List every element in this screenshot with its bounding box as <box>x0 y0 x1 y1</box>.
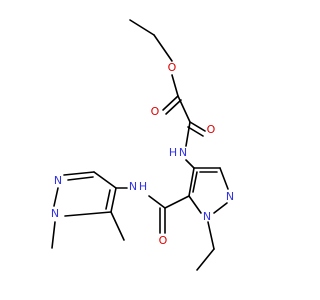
atom-h-amine-upper: H <box>169 146 177 159</box>
bond-left-n1-c5 <box>64 211 112 217</box>
bond-c-o-amide-2 <box>187 126 204 137</box>
bond-ch3-ch2-top <box>129 19 155 36</box>
atom-h-amine-lower: H <box>139 180 147 193</box>
atom-n-amine-lower: N <box>129 180 137 193</box>
atom-n-pyrazole-left-b: N <box>51 207 59 220</box>
molecule-diagram: O O O N H N N O N H N N <box>51 19 234 271</box>
atom-n-pyrazole-left-a: N <box>54 174 62 187</box>
bond-left-n2-n1 <box>53 187 59 207</box>
atom-n-amine-upper: N <box>179 146 187 159</box>
bond-n2-n1 <box>213 202 228 214</box>
bond-o-c-ester <box>171 74 179 97</box>
right-pyrazole-ring <box>185 159 229 271</box>
bond-c5-c4-double <box>192 171 198 193</box>
bond-nh-c4 <box>185 159 195 169</box>
bond-left-c5-c4-double <box>105 189 111 210</box>
bond-c5-c4 <box>188 167 195 197</box>
atom-o-amide-carbonyl: O <box>207 123 216 136</box>
amide-linker <box>115 187 190 234</box>
bond-c3-n2 <box>219 167 229 190</box>
bond-c-n-amide-upper <box>185 121 191 147</box>
bond-carbonyl-nh <box>148 195 166 209</box>
bond-left-c5-methyl <box>110 211 125 241</box>
bond-c-o-carbonyl-2 <box>165 99 182 115</box>
atom-labels: O O O N H N N O N H N N <box>51 61 234 247</box>
bond-c-c-oxalyl <box>177 95 191 123</box>
bond-ch2-o-top <box>153 34 173 62</box>
bond-n1-c5 <box>188 195 202 214</box>
bond-ethyl-ch2-ch3 <box>196 248 215 271</box>
bond-left-c3-n2-double <box>67 176 94 181</box>
bond-n1-ethyl-ch2 <box>207 221 215 250</box>
atom-o-amide2: O <box>159 234 168 247</box>
bond-c-o-amide-1 <box>189 121 206 132</box>
atom-o-ester-carbonyl: O <box>151 105 160 118</box>
atom-n-pyrazole-right-b: N <box>203 210 211 223</box>
bond-left-c5-c4 <box>110 187 117 213</box>
bond-left-c3-n2 <box>63 171 95 176</box>
left-pyrazole-ring <box>51 171 125 249</box>
bond-c-o-carbonyl-1 <box>162 95 179 111</box>
ethyl-ester-group <box>129 19 206 147</box>
atom-o-ester: O <box>168 61 177 74</box>
bond-left-n1-methyl <box>51 221 56 249</box>
atom-n-pyrazole-right-a: N <box>226 190 234 203</box>
bond-left-c4-c3 <box>93 171 117 189</box>
bond-c5-carbonyl <box>164 195 190 209</box>
